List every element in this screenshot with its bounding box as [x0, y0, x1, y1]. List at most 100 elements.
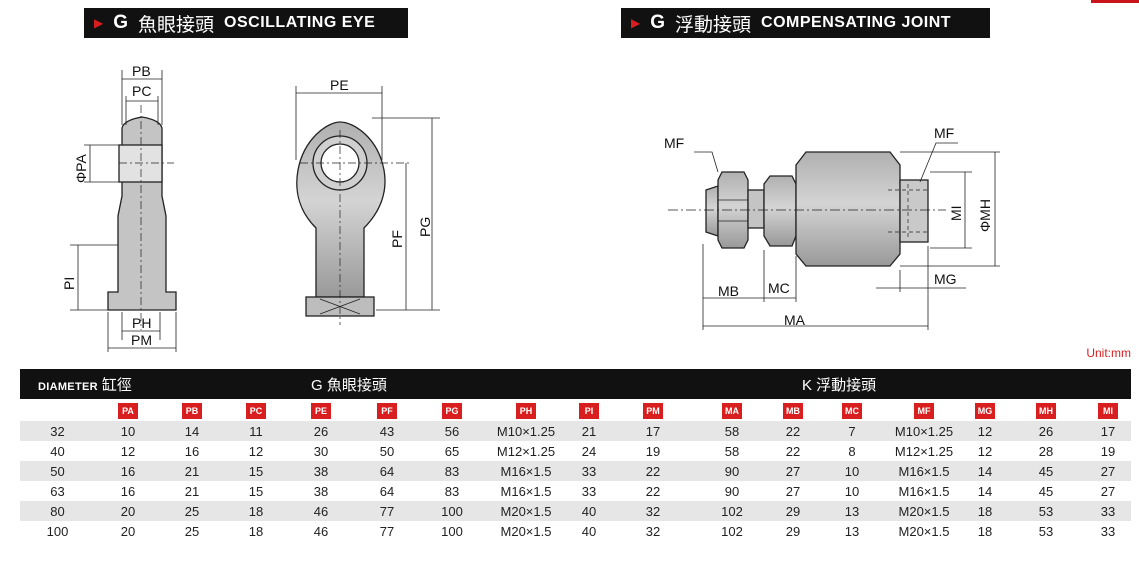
table-cell: 65: [421, 441, 483, 461]
column-badge: PM: [643, 402, 663, 419]
table-cell: 25: [161, 521, 223, 541]
table-cell: 25: [161, 501, 223, 521]
table-cell: 13: [819, 501, 885, 521]
table-cell: 12: [963, 421, 1007, 441]
title-chinese: 魚眼接頭: [138, 14, 215, 36]
table-cell: 83: [421, 461, 483, 481]
table-cell: 15: [223, 481, 289, 501]
table-cell: 100: [421, 501, 483, 521]
eye-front-view: [296, 121, 412, 325]
table-cell: 56: [421, 421, 483, 441]
diameter-en-label: DIAMETER: [38, 380, 98, 393]
table-cell: 33: [1085, 521, 1131, 541]
table-cell: 29: [767, 501, 819, 521]
table-cell: 22: [609, 481, 697, 501]
column-badge: PB: [182, 402, 202, 419]
column-header-pi: PI: [569, 399, 609, 421]
table-cell: 38: [289, 481, 353, 501]
table-cell: 15: [223, 461, 289, 481]
table-cell: 32: [609, 521, 697, 541]
table-cell: 22: [767, 421, 819, 441]
table-cell: M16×1.5: [483, 481, 569, 501]
table-cell: 17: [1085, 421, 1131, 441]
column-header-mb: MB: [767, 399, 819, 421]
dim-label-mb: MB: [718, 283, 739, 299]
table-cell: 90: [697, 461, 767, 481]
column-header-mh: MH: [1007, 399, 1085, 421]
dim-label-pf: PF: [389, 230, 405, 248]
compensating-joint-dimensions: [694, 142, 1000, 330]
dim-label-mh: ΦMH: [977, 199, 993, 232]
table-cell: 50: [353, 441, 421, 461]
table-cell: 14: [963, 481, 1007, 501]
column-badge: MA: [722, 402, 742, 419]
dim-label-pe: PE: [330, 77, 349, 93]
column-header-mf: MF: [885, 399, 963, 421]
table-cell: 63: [20, 481, 95, 501]
table-cell: 32: [20, 421, 95, 441]
eye-side-view: [107, 105, 177, 330]
table-cell: 45: [1007, 481, 1085, 501]
table-cell: 53: [1007, 521, 1085, 541]
column-badge: MG: [975, 402, 995, 419]
table-cell: 10: [819, 481, 885, 501]
table-cell: M20×1.5: [885, 501, 963, 521]
table-cell: M20×1.5: [885, 521, 963, 541]
table-cell: 16: [95, 481, 161, 501]
column-header-pb: PB: [161, 399, 223, 421]
table-cell: 16: [161, 441, 223, 461]
table-cell: M12×1.25: [483, 441, 569, 461]
table-cell: 27: [767, 461, 819, 481]
table-cell: 58: [697, 421, 767, 441]
column-header-pf: PF: [353, 399, 421, 421]
table-cell: 13: [819, 521, 885, 541]
table-cell: 77: [353, 521, 421, 541]
column-header-pg: PG: [421, 399, 483, 421]
dim-label-mi: MI: [948, 205, 964, 221]
table-cell: 102: [697, 501, 767, 521]
table-cell: 40: [569, 501, 609, 521]
table-cell: 33: [569, 481, 609, 501]
column-badge: PI: [579, 402, 599, 419]
table-cell: 90: [697, 481, 767, 501]
red-corner-accent: [1091, 0, 1139, 3]
dim-label-mf-right: MF: [934, 125, 954, 141]
eye-side-dimensions: [70, 70, 177, 352]
table-cell: 22: [609, 461, 697, 481]
table-cell: 43: [353, 421, 421, 441]
table-cell: 46: [289, 501, 353, 521]
title-letter: G: [113, 12, 129, 33]
table-cell: M12×1.25: [885, 441, 963, 461]
column-header-diameter: [20, 399, 95, 421]
table-cell: 21: [569, 421, 609, 441]
table-cell: M16×1.5: [885, 481, 963, 501]
dim-label-pg: PG: [417, 217, 433, 237]
title-chinese: 浮動接頭: [675, 14, 752, 36]
group-k-header: K 浮動接頭: [697, 369, 1131, 399]
table-cell: 18: [223, 501, 289, 521]
table-cell: 12: [223, 441, 289, 461]
table-cell: 20: [95, 521, 161, 541]
dim-label-pi: PI: [61, 277, 77, 290]
column-header-pa: PA: [95, 399, 161, 421]
table-cell: 80: [20, 501, 95, 521]
table-cell: 12: [95, 441, 161, 461]
table-cell: 19: [609, 441, 697, 461]
title-english: COMPENSATING JOINT: [761, 14, 952, 31]
dim-label-pa: ΦPA: [73, 154, 89, 183]
table-cell: 38: [289, 461, 353, 481]
table-cell: 12: [963, 441, 1007, 461]
table-cell: M16×1.5: [885, 461, 963, 481]
table-cell: 102: [697, 521, 767, 541]
table-cell: 18: [963, 521, 1007, 541]
table-cell: 64: [353, 481, 421, 501]
table-cell: 17: [609, 421, 697, 441]
dim-label-pc: PC: [132, 83, 151, 99]
table-cell: 20: [95, 501, 161, 521]
table-cell: 77: [353, 501, 421, 521]
table-cell: 22: [767, 441, 819, 461]
